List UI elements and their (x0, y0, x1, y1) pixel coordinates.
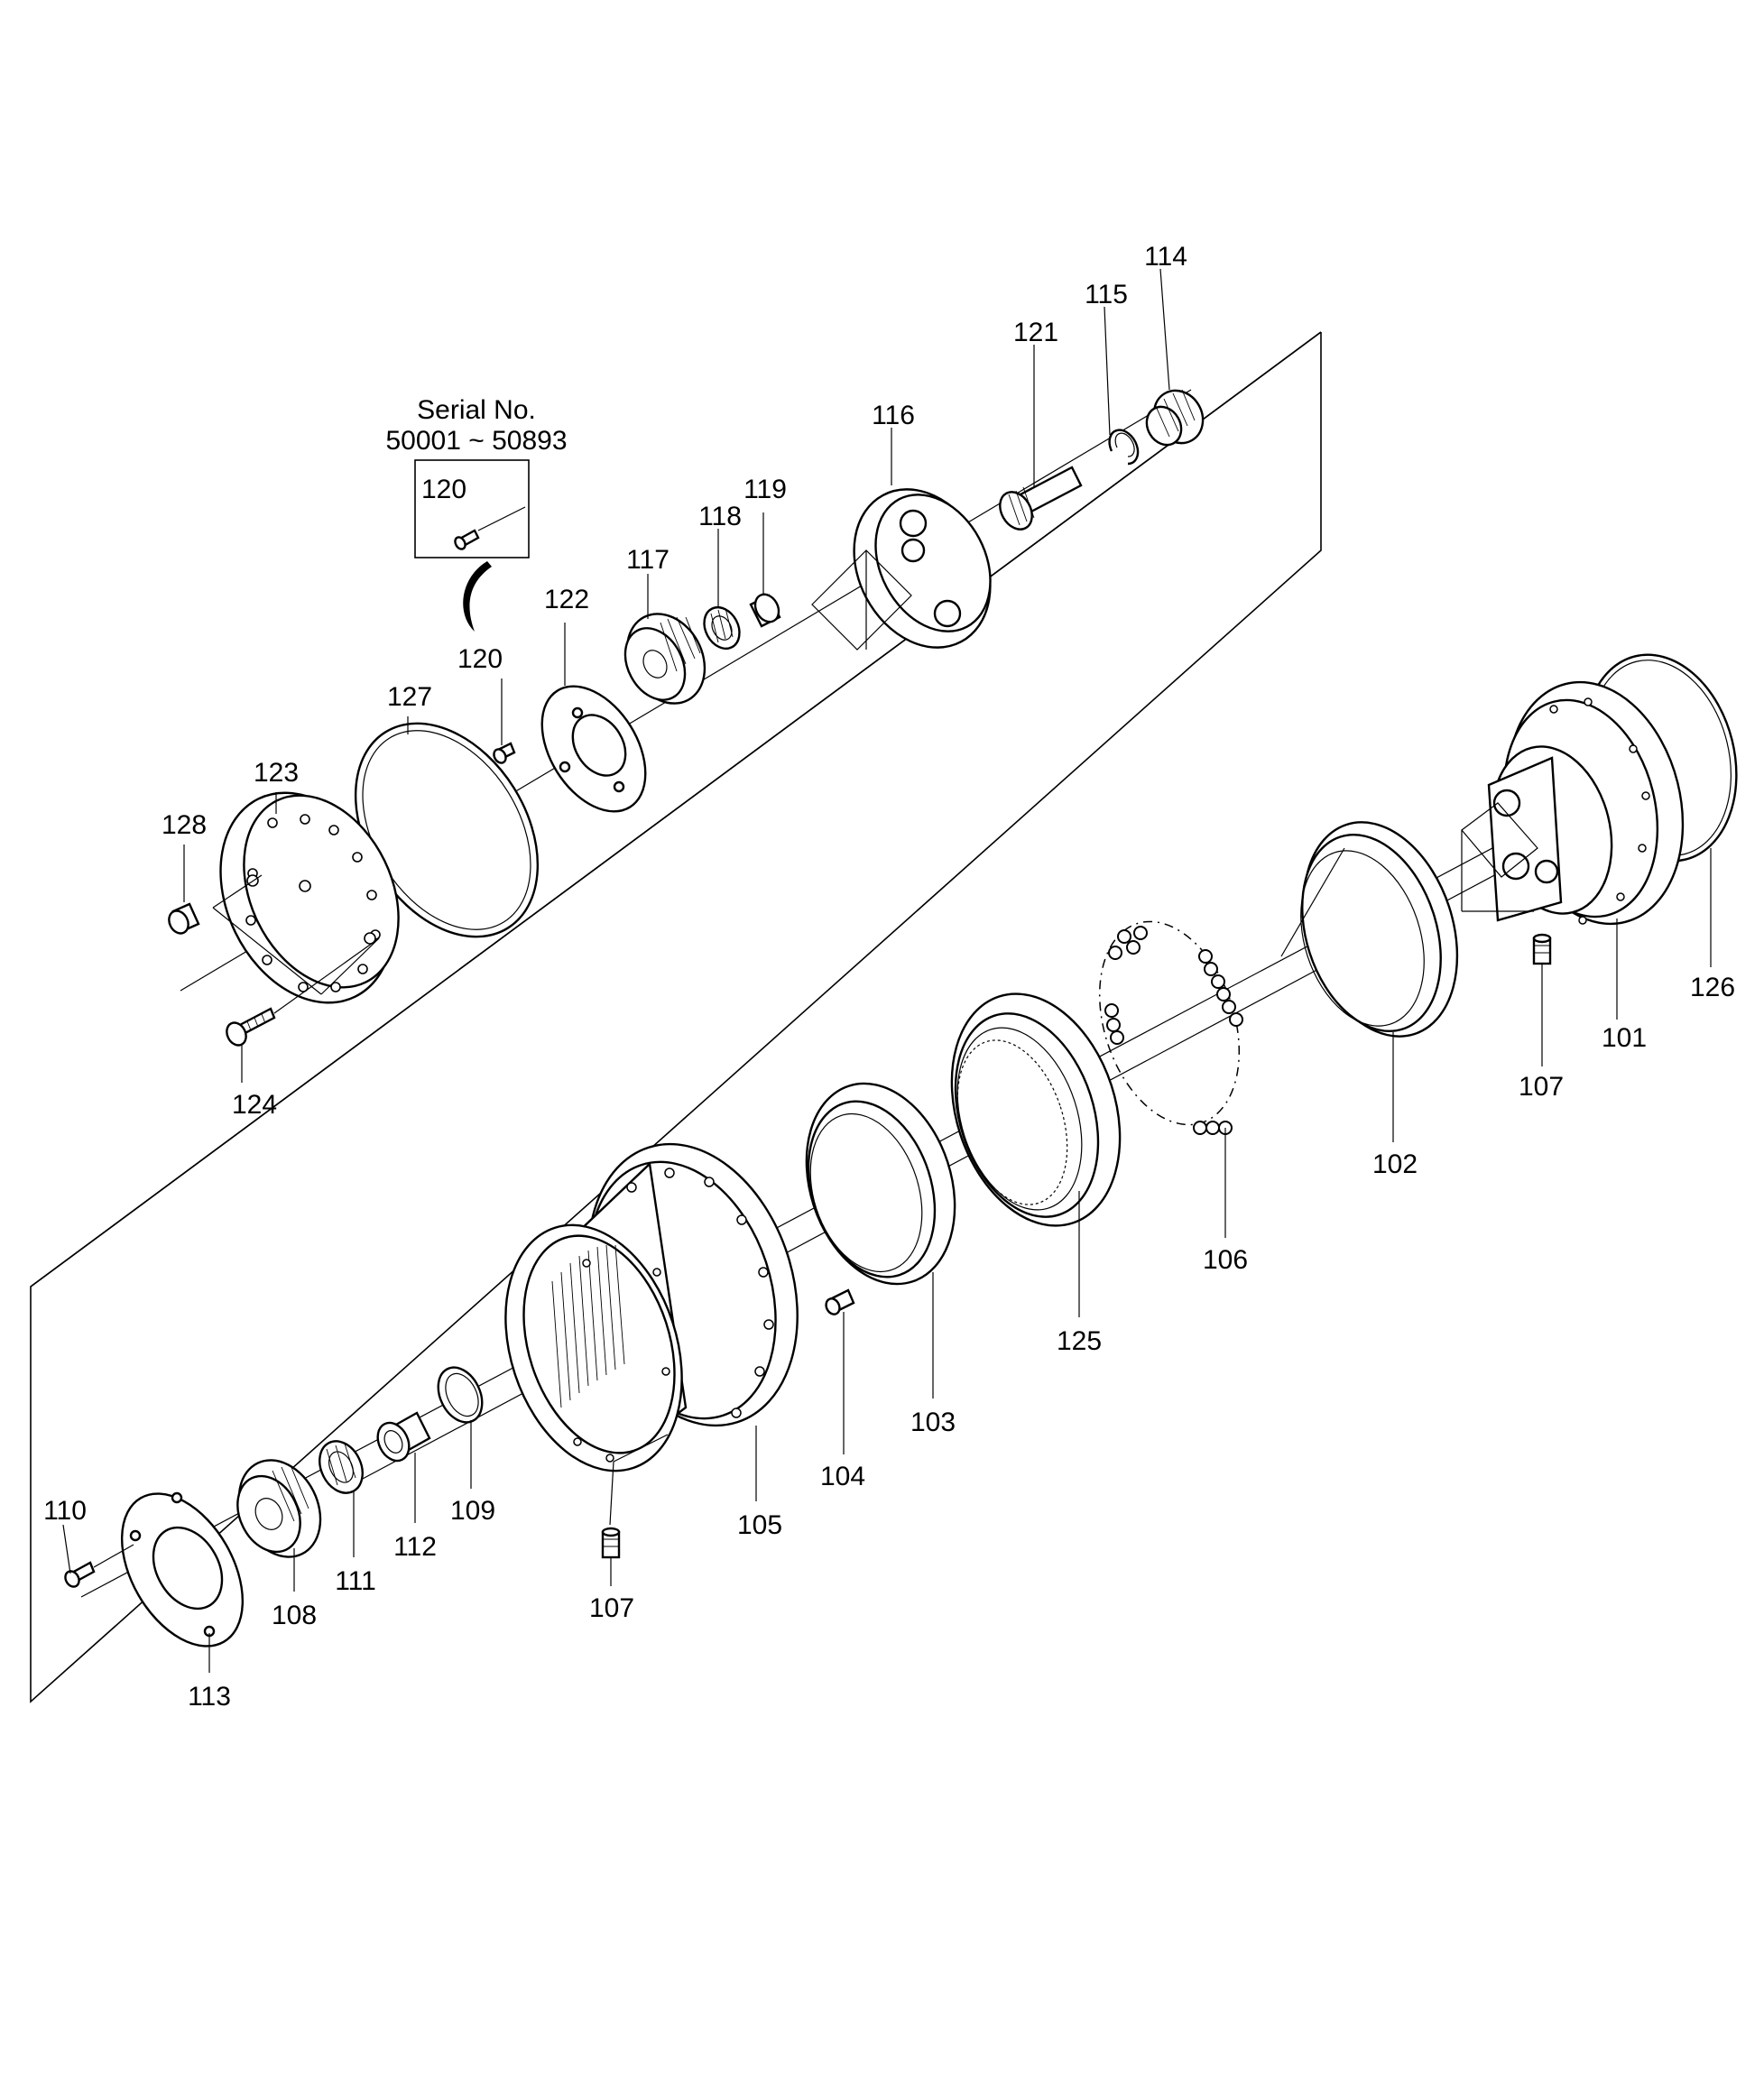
part-114-pinion-gear (1145, 389, 1205, 447)
part-110-screw (64, 1544, 134, 1588)
part-121-shaft (999, 466, 1083, 531)
label-115: 115 (1085, 280, 1128, 309)
part-107-plug-lower (601, 1527, 621, 1559)
label-116: 116 (872, 401, 915, 430)
part-119-bushing (749, 593, 781, 628)
label-106: 106 (1203, 1245, 1248, 1275)
part-115-snap-ring (1108, 429, 1140, 466)
part-109-snap-ring (437, 1366, 484, 1424)
part-120-screw (493, 742, 516, 764)
label-126: 126 (1690, 973, 1735, 1002)
label-103: 103 (910, 1408, 956, 1437)
serial-range-label: 50001 ~ 50893 (385, 426, 567, 456)
label-107-upper: 107 (1519, 1072, 1564, 1102)
part-123-cover-plate (212, 791, 400, 1004)
inset-part-label-120: 120 (421, 475, 466, 504)
label-109: 109 (450, 1496, 495, 1526)
label-125: 125 (1057, 1326, 1102, 1356)
part-107-plug-upper (1532, 933, 1552, 965)
part-108-planet-gear (236, 1459, 322, 1558)
label-111: 111 (335, 1566, 376, 1596)
part-124-bolt (226, 937, 380, 1047)
part-122-thrust-plate (540, 685, 647, 813)
frame-top-diagonal (30, 331, 1322, 1288)
label-122: 122 (544, 585, 589, 614)
label-110: 110 (43, 1496, 87, 1526)
leader-lines (62, 268, 1712, 1673)
part-128-plug (168, 902, 200, 935)
label-117: 117 (626, 545, 670, 575)
label-107-lower: 107 (589, 1593, 634, 1623)
part-113-thrust-plate (120, 1491, 245, 1648)
label-128: 128 (162, 810, 207, 840)
part-102-floating-seal (1280, 821, 1459, 1038)
part-125-bearing-ring (950, 992, 1122, 1227)
serial-no-label: Serial No. (417, 395, 536, 425)
label-118: 118 (698, 502, 742, 531)
label-114: 114 (1144, 242, 1187, 272)
inset-arrow (463, 561, 492, 632)
serial-inset-box (414, 459, 530, 632)
label-113: 113 (188, 1682, 231, 1712)
label-127: 127 (387, 682, 432, 712)
label-112: 112 (393, 1532, 437, 1562)
part-105-hub (504, 1142, 799, 1526)
part-103-ring-nut (805, 1082, 956, 1286)
label-119: 119 (743, 475, 787, 504)
label-102: 102 (1372, 1149, 1418, 1179)
part-106-steel-balls (1098, 920, 1243, 1135)
label-104: 104 (820, 1462, 865, 1491)
label-121: 121 (1013, 318, 1058, 347)
label-124: 124 (232, 1090, 277, 1120)
part-104-set-screw (825, 1288, 855, 1315)
part-118-needle-bearing (703, 605, 741, 651)
part-117-planet-gear (623, 613, 707, 705)
label-123: 123 (254, 758, 299, 788)
part-112-collar (376, 1411, 431, 1463)
part-111-needle-bearing (319, 1440, 364, 1494)
diagram-frame (30, 331, 1322, 1703)
label-120: 120 (457, 644, 503, 674)
part-labels: Serial No. 50001 ~ 50893 120 114 115 121… (43, 242, 1735, 1712)
label-108: 108 (272, 1601, 317, 1630)
label-101: 101 (1602, 1023, 1647, 1053)
part-116-planet-carrier (811, 488, 992, 651)
label-105: 105 (737, 1510, 782, 1540)
part-101-spindle-housing (1461, 680, 1685, 926)
